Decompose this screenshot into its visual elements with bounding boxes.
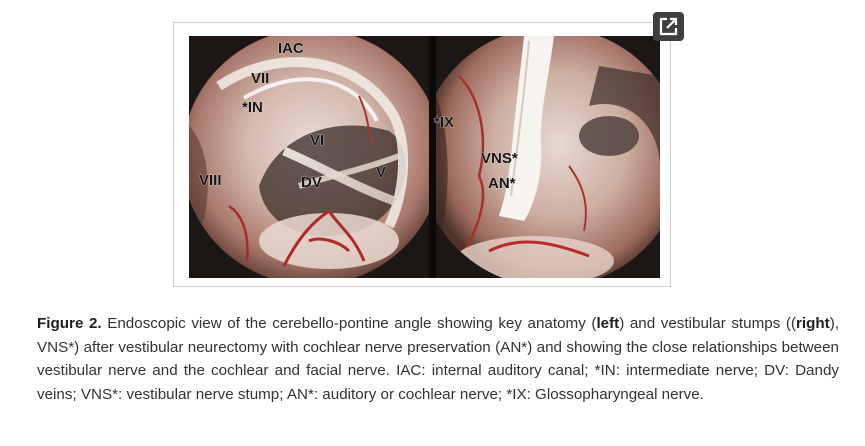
label-v: V [376, 164, 386, 181]
caption-right: right [795, 315, 830, 332]
caption-text-3: ), VNS*) after vestibular neurectomy wit… [37, 315, 840, 403]
label-dv: DV [301, 174, 322, 191]
expand-external-icon [659, 17, 678, 36]
expand-figure-button[interactable] [653, 12, 684, 41]
caption-text-1: Endoscopic view of the cerebello-pontine… [101, 315, 597, 332]
label-in: *IN [242, 99, 263, 116]
label-ix: *IX [434, 114, 454, 131]
caption-text-2: ) and vestibular stumps (( [619, 315, 796, 332]
label-vns: VNS* [481, 150, 518, 167]
caption-left: left [596, 315, 620, 332]
figure-label: Figure 2. [37, 315, 102, 332]
figure-caption: Figure 2. Endoscopic view of the cerebel… [37, 312, 839, 406]
label-vi: VI [310, 132, 324, 149]
figure-frame: IAC VII *IN VI V VIII DV *IX VNS* AN* [173, 22, 671, 287]
label-iac: IAC [278, 40, 304, 57]
label-viii: VIII [199, 172, 222, 189]
label-vii: VII [251, 70, 269, 87]
label-an: AN* [488, 175, 516, 192]
endoscopic-photo: IAC VII *IN VI V VIII DV *IX VNS* AN* [189, 36, 660, 278]
